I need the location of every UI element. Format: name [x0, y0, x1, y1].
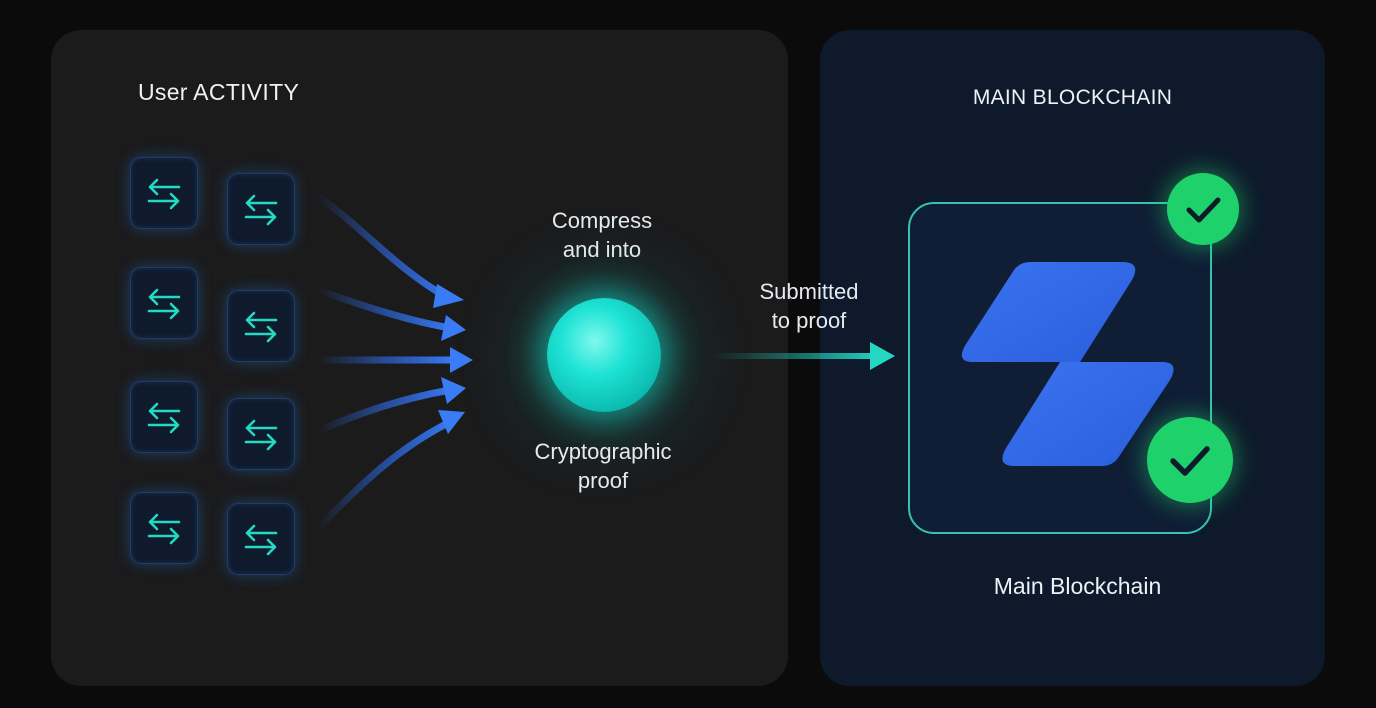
checkmark-icon — [1186, 197, 1221, 223]
converging-arrow — [312, 347, 473, 373]
submit-label: Submitted to proof — [739, 277, 879, 335]
swap-arrows-icon — [147, 402, 181, 434]
swap-arrows-icon — [244, 311, 278, 343]
swap-arrows-icon — [244, 194, 278, 226]
z-logo-icon — [961, 262, 1174, 466]
user-activity-title: User ACTIVITY — [138, 79, 300, 105]
submit-arrow — [709, 342, 895, 370]
submit-label-line1: Submitted — [759, 279, 859, 304]
swap-arrows-icon — [147, 513, 181, 545]
compress-label-line2: and into — [562, 237, 642, 262]
checkmark-badge — [1147, 417, 1233, 503]
main-blockchain-label: Main Blockchain — [993, 573, 1162, 599]
checkmark-icon — [1170, 446, 1210, 476]
checkmark-badge — [1167, 173, 1239, 245]
submit-label-line2: to proof — [771, 308, 847, 333]
compress-label: Compress and into — [540, 206, 664, 264]
swap-arrows-icon — [147, 178, 181, 210]
proof-label-line1: Cryptographic — [534, 439, 672, 464]
converging-arrow — [314, 286, 466, 341]
transaction-card — [227, 398, 295, 470]
converging-arrow — [316, 194, 464, 308]
compress-label-line1: Compress — [551, 208, 653, 233]
transaction-card — [130, 267, 198, 339]
proof-label: Cryptographic proof — [513, 437, 693, 495]
transaction-card — [227, 503, 295, 575]
cryptographic-proof-orb — [547, 298, 661, 412]
main-blockchain-title: MAIN BLOCKCHAIN — [972, 86, 1173, 109]
proof-label-line2: proof — [577, 468, 629, 493]
converging-arrow — [316, 410, 465, 530]
converging-arrow — [312, 377, 466, 436]
swap-arrows-icon — [147, 288, 181, 320]
transaction-card — [130, 381, 198, 453]
transaction-card — [130, 492, 198, 564]
transaction-card — [227, 290, 295, 362]
transaction-card — [227, 173, 295, 245]
transaction-card — [130, 157, 198, 229]
swap-arrows-icon — [244, 524, 278, 556]
blockchain-block — [908, 202, 1212, 534]
swap-arrows-icon — [244, 419, 278, 451]
